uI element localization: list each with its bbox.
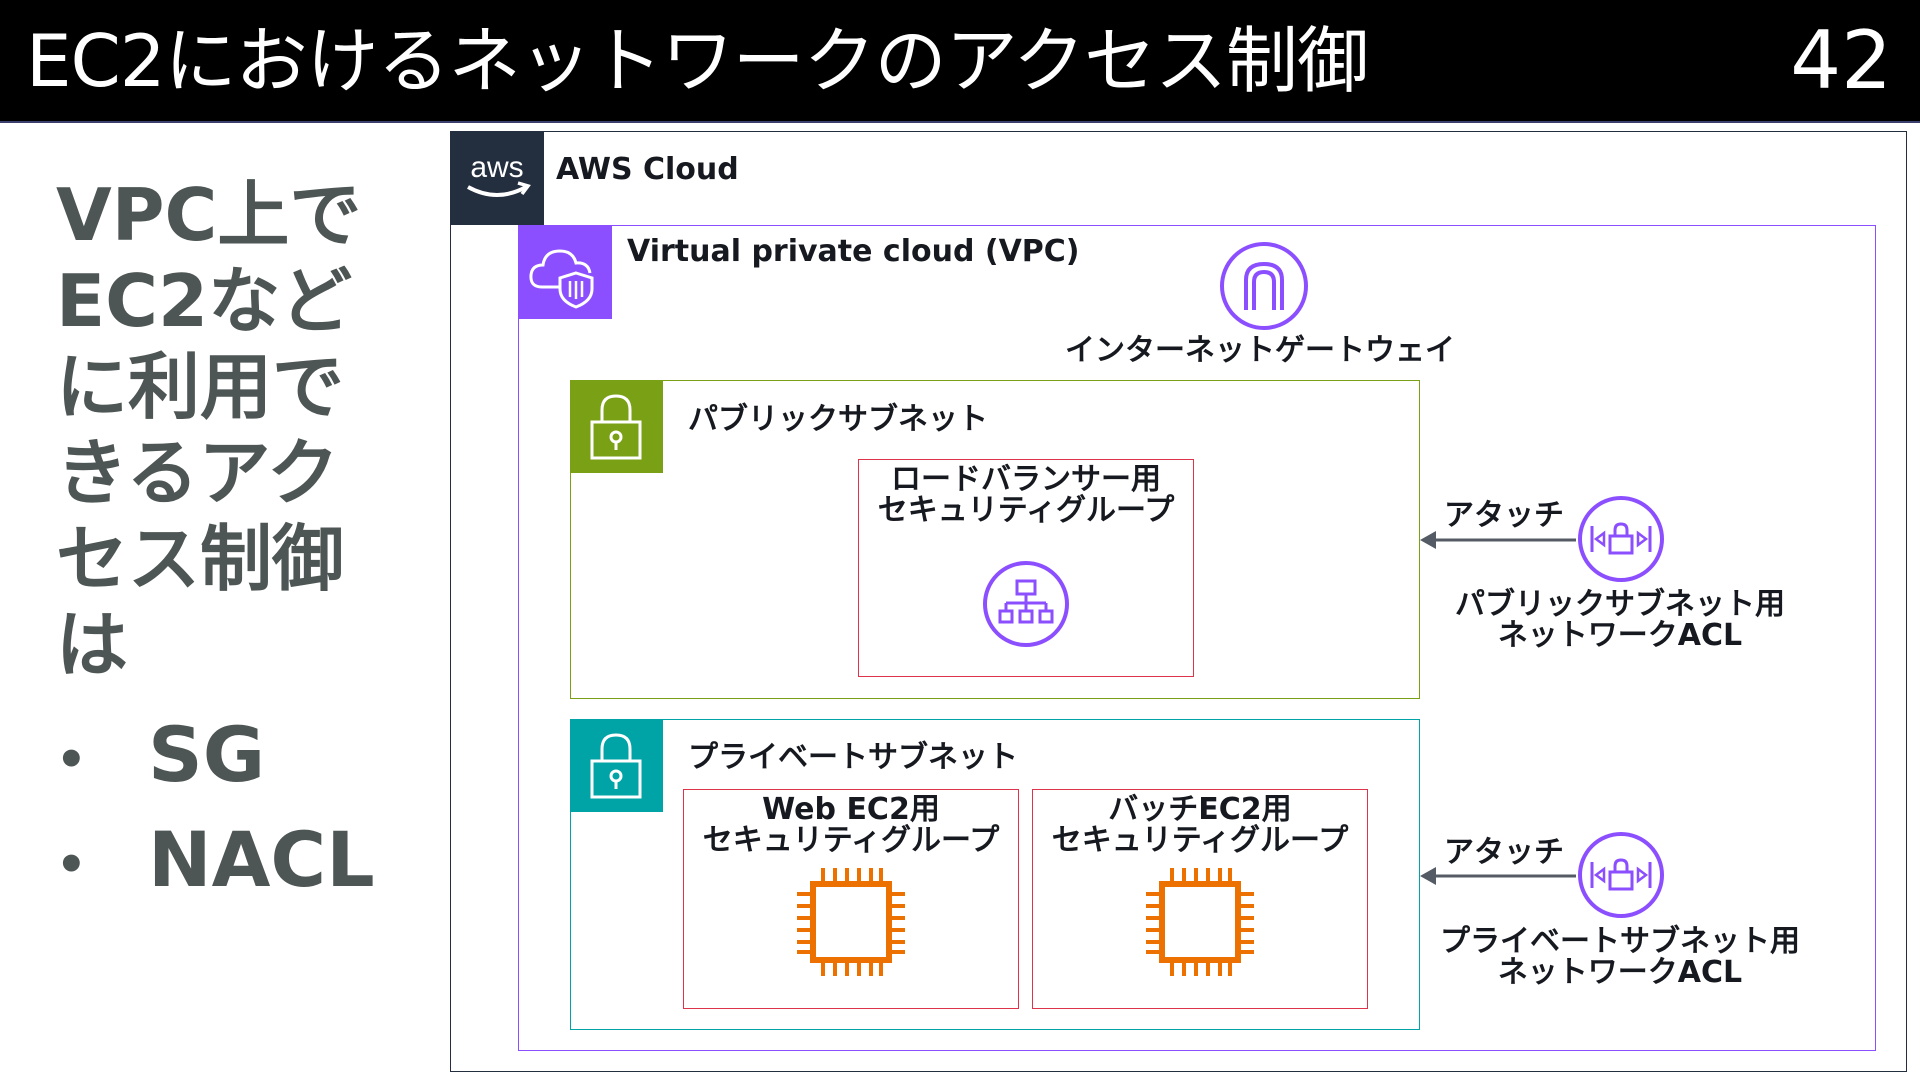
bullet-dot-icon: • (56, 837, 87, 893)
public-subnet-group (570, 380, 1420, 699)
private-nacl-label: プライベートサブネット用 ネットワークACL (1420, 926, 1820, 988)
public-nacl-label-line: パブリックサブネット用 (1455, 587, 1785, 622)
vpc-label: Virtual private cloud (VPC) (627, 234, 1080, 269)
private-subnet-label: プライベートサブネット (688, 740, 1018, 775)
bullet-item-sg: • SG (56, 710, 265, 805)
side-heading-line: は (56, 603, 129, 687)
private-nacl-label-line: ネットワークACL (1497, 955, 1743, 990)
bullet-dot-icon: • (56, 732, 87, 788)
network-acl-icon (1576, 830, 1666, 920)
ec2-chip-icon (1140, 862, 1260, 982)
attach-label-public: アタッチ (1444, 498, 1564, 533)
batch-sg-label-line: セキュリティグループ (1051, 823, 1349, 858)
batch-ec2-security-group (1032, 789, 1368, 1009)
bullet-label: SG (148, 710, 266, 799)
attach-arrow-private (1418, 864, 1576, 888)
side-heading: VPC上で EC2など に利用で きるアク セス制御 は (56, 172, 386, 688)
internet-gateway-icon (1218, 240, 1310, 332)
public-subnet-label: パブリックサブネット (688, 402, 988, 437)
web-ec2-security-group (683, 789, 1019, 1009)
lock-icon (570, 380, 663, 473)
lb-sg-label-line: セキュリティグループ (877, 493, 1175, 528)
load-balancer-icon (981, 559, 1071, 649)
lb-sg-label-line: ロードバランサー用 (891, 462, 1161, 497)
side-heading-line: VPC上で (56, 173, 362, 257)
vpc-cloud-shield-icon (518, 225, 612, 319)
attach-arrow-public (1418, 528, 1576, 552)
aws-logo-text: aws (470, 151, 523, 184)
ec2-chip-icon (791, 862, 911, 982)
public-nacl-label-line: ネットワークACL (1497, 618, 1743, 653)
batch-sg-label: バッチEC2用 セキュリティグループ (1032, 794, 1368, 856)
public-nacl-label: パブリックサブネット用 ネットワークACL (1420, 589, 1820, 651)
slide-title-bar: EC2におけるネットワークのアクセス制御 42 (0, 0, 1920, 123)
page-number: 42 (1790, 14, 1892, 107)
private-subnet-group (570, 719, 1420, 1030)
lock-icon (570, 719, 663, 812)
side-heading-line: に利用で (56, 345, 345, 429)
igw-label: インターネットゲートウェイ (1040, 335, 1480, 366)
side-heading-line: EC2など (56, 259, 353, 343)
bullet-label: NACL (148, 815, 375, 904)
slide-title: EC2におけるネットワークのアクセス制御 (26, 19, 1369, 103)
bullet-item-nacl: • NACL (56, 815, 375, 910)
lb-sg-label: ロードバランサー用 セキュリティグループ (858, 464, 1194, 526)
private-nacl-label-line: プライベートサブネット用 (1440, 924, 1800, 959)
aws-cloud-group (450, 131, 1907, 1072)
aws-logo-icon: aws (450, 131, 544, 225)
web-sg-label-line: セキュリティグループ (702, 823, 1000, 858)
lb-security-group (858, 459, 1194, 677)
side-heading-line: きるアク (56, 431, 339, 515)
attach-label-private: アタッチ (1444, 835, 1564, 870)
batch-sg-label-line: バッチEC2用 (1108, 792, 1292, 827)
side-heading-line: セス制御 (56, 517, 345, 601)
web-sg-label: Web EC2用 セキュリティグループ (683, 794, 1019, 856)
aws-cloud-label: AWS Cloud (556, 152, 739, 187)
web-sg-label-line: Web EC2用 (762, 792, 940, 827)
vpc-group (518, 225, 1876, 1051)
igw-label-text: インターネットゲートウェイ (1065, 333, 1455, 368)
network-acl-icon (1576, 494, 1666, 584)
